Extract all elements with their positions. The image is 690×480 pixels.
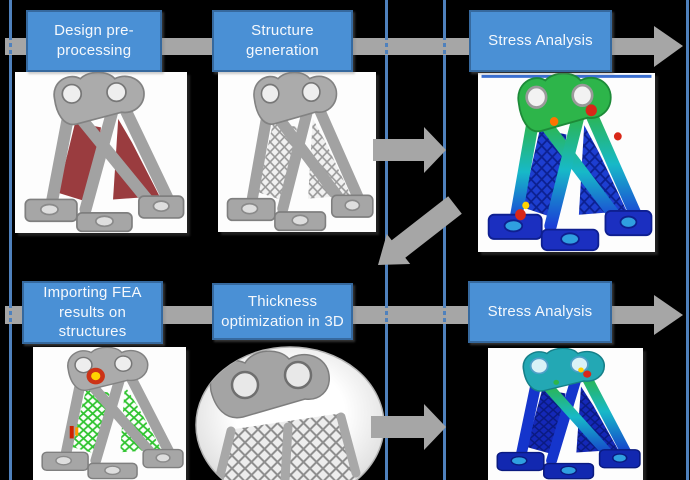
row1-exit-arrowhead-icon [654, 26, 683, 67]
image-bracket-fea-stress-optimized [488, 348, 643, 480]
image-bracket-lattice [218, 72, 376, 232]
step-box-stress-analysis-bottom: Stress Analysis [468, 281, 612, 343]
step-label-design-preprocessing: Design pre- processing [54, 22, 134, 59]
image-bracket-lattice-closeup [193, 345, 388, 480]
row2-exit-arrowhead-icon [654, 295, 683, 335]
step-label-structure-generation: Structure generation [246, 22, 319, 59]
step-box-design-preprocessing: Design pre- processing [26, 10, 162, 72]
diagonal-down-left-arrow-icon [378, 196, 462, 265]
step-label-stress-analysis-bottom: Stress Analysis [487, 303, 593, 321]
row1-mid-right-arrow-icon [373, 127, 446, 173]
image-bracket-lattice-fea-results [33, 347, 186, 480]
step-box-thickness-optimization: Thickness optimization in 3D [212, 283, 353, 340]
step-box-structure-generation: Structure generation [212, 10, 353, 72]
image-bracket-fea-stress [478, 73, 655, 252]
step-label-importing-fea-results: Importing FEA results on structures [43, 283, 142, 341]
step-label-thickness-optimization: Thickness optimization in 3D [221, 292, 344, 330]
step-box-stress-analysis-top: Stress Analysis [469, 10, 612, 72]
step-label-stress-analysis-top: Stress Analysis [488, 32, 593, 50]
image-bracket-cad-red-web [15, 72, 187, 233]
step-box-importing-fea-results: Importing FEA results on structures [22, 281, 163, 344]
